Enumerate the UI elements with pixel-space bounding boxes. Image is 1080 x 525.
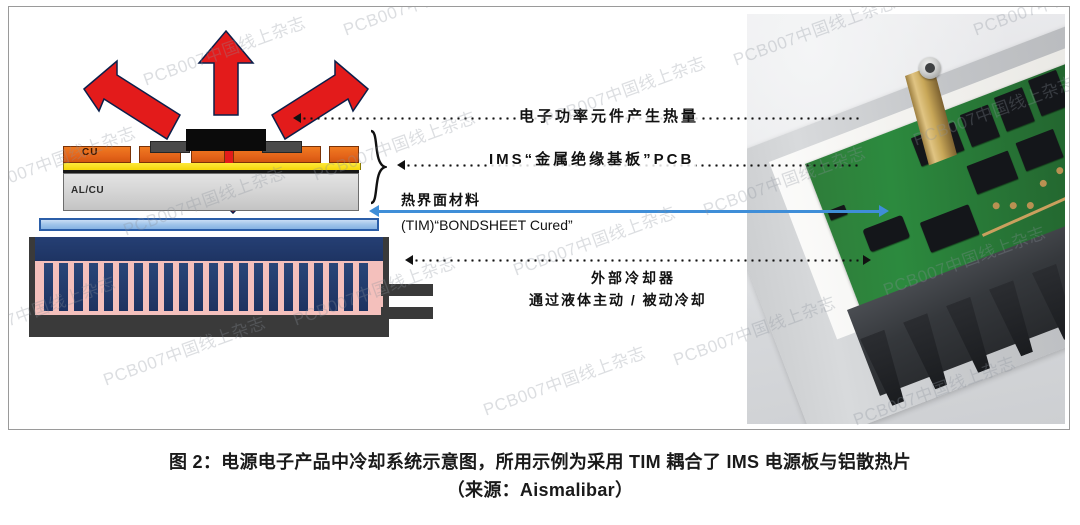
cooler-fin [104, 263, 113, 311]
callout-tim-subtitle: (TIM)“BONDSHEET Cured” [399, 217, 575, 233]
cooler-fin [59, 263, 68, 311]
copper-pad [329, 146, 359, 163]
cooler-fin [329, 263, 338, 311]
product-photo [747, 14, 1065, 424]
pcb-solder-pad [991, 201, 1001, 211]
dielectric-layer [63, 163, 361, 170]
cooler-fin [134, 263, 143, 311]
callout-external-cooler: 外部冷却器 [589, 268, 678, 288]
pcb-component [1015, 128, 1064, 172]
cooler-fin [254, 263, 263, 311]
pcb-solder-pad [1055, 166, 1065, 176]
cooler-fin [314, 263, 323, 311]
cooler-fin [284, 263, 293, 311]
pcb-component [959, 104, 1001, 148]
cooler-fin [74, 263, 83, 311]
cooler-fin [164, 263, 173, 311]
heat-arrow-up-left [83, 59, 181, 141]
pcb-solder-pad [1008, 201, 1018, 211]
cooler-fin [344, 263, 353, 311]
ims-stack-brace [370, 129, 387, 205]
heat-leader-arrowhead [293, 113, 301, 123]
callout-cooling-method: 通过液体主动 / 被动冷却 [527, 290, 709, 310]
base-layer-label: AL/CU [71, 185, 105, 196]
screw-post [919, 57, 941, 79]
cooler-fin [89, 263, 98, 311]
pcb-component [966, 150, 1019, 195]
callout-tim-title: 热界面材料 [399, 190, 483, 210]
cooler-fin [269, 263, 278, 311]
tim-leader-arrowhead-right [879, 205, 889, 217]
copper-layer-label: CU [82, 147, 99, 158]
cooler-fin [194, 263, 203, 311]
cooler-fin [239, 263, 248, 311]
figure-caption: 图 2：电源电子产品中冷却系统示意图，所用示例为采用 TIM 耦合了 IMS 电… [0, 448, 1080, 504]
cooler-fin [119, 263, 128, 311]
cooling-stack-schematic: CU AL/CU [19, 19, 433, 349]
dielectric-dark-line [63, 170, 359, 173]
device-lead-left [150, 141, 190, 153]
pcb-component [993, 87, 1035, 132]
cooler-leader-arrowhead-right [863, 255, 871, 265]
tim-leader-arrowhead-left [369, 205, 379, 217]
cooler-fin [179, 263, 188, 311]
cooler-leader-line [413, 259, 863, 262]
device-lead-right [262, 141, 302, 153]
coolant-pipe-inlet [381, 284, 433, 296]
caption-line-1: 图 2：电源电子产品中冷却系统示意图，所用示例为采用 TIM 耦合了 IMS 电… [168, 452, 912, 472]
metal-base-plate [63, 173, 359, 211]
tim-layer [39, 218, 379, 231]
pcb-solder-pad [1025, 200, 1035, 211]
coolant-pipe-outlet [381, 307, 433, 319]
pcb-component [919, 204, 980, 253]
cooler-fin [224, 263, 233, 311]
watermark-text: PCB007中国线上杂志 [480, 343, 649, 420]
callout-ims-pcb: IMS“金属绝缘基板”PCB [487, 148, 697, 169]
cooler-fin [149, 263, 158, 311]
cooler-fin [359, 263, 368, 311]
cooler-fin [299, 263, 308, 311]
ims-leader-arrowhead [397, 160, 405, 170]
cooler-leader-arrowhead-left [405, 255, 413, 265]
copper-pad [63, 146, 131, 163]
pcb-solder-pad [1038, 178, 1048, 188]
heat-arrow-up [197, 29, 255, 116]
cooler-fin [209, 263, 218, 311]
caption-line-2: （来源：Aismalibar） [446, 480, 634, 500]
figure-frame: CU AL/CU [8, 6, 1070, 430]
heat-arrow-up-right [271, 59, 369, 141]
tim-leader-line [379, 210, 879, 213]
cooler-top-plate [35, 237, 383, 261]
cooler-fin [44, 263, 53, 311]
pcb-component [1027, 69, 1065, 117]
pcb-component [862, 214, 911, 253]
callout-heat-generation: 电子功率元件产生热量 [517, 105, 702, 126]
power-device [186, 129, 266, 151]
